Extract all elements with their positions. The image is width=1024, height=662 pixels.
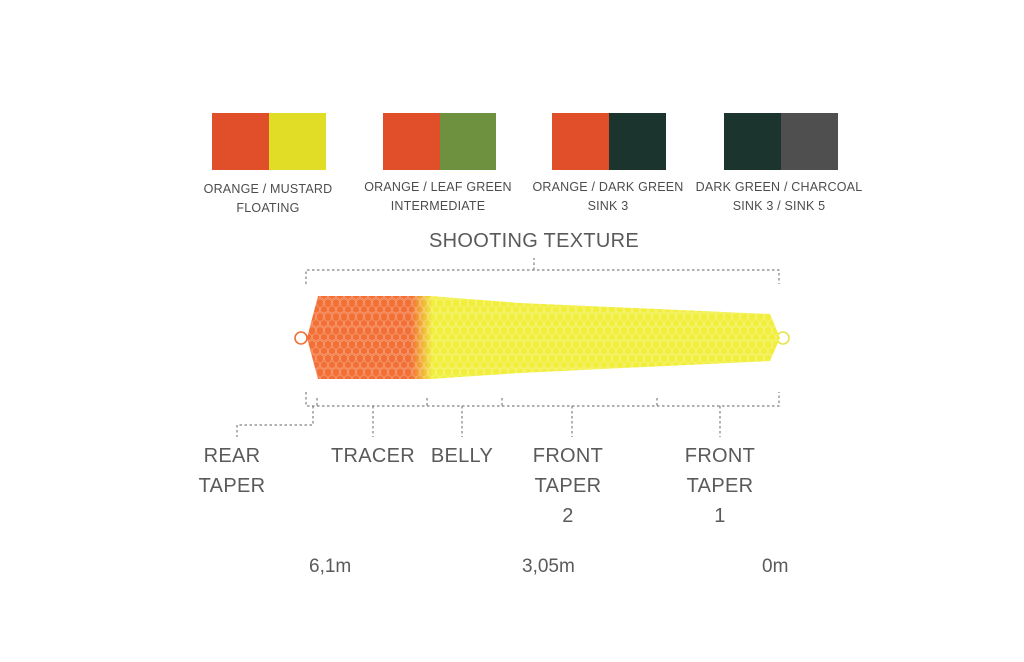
caption-line: FLOATING xyxy=(236,201,300,215)
distance-6-1m: 6,1m xyxy=(309,556,352,577)
label-line: FRONT xyxy=(532,445,604,467)
caption-line: ORANGE / LEAF GREEN xyxy=(364,180,512,194)
sections-bracket xyxy=(236,392,780,437)
label-line: FRONT xyxy=(684,445,756,467)
caption-intermediate: ORANGE / LEAF GREEN INTERMEDIATE xyxy=(343,178,533,216)
caption-sink3: ORANGE / DARK GREEN SINK 3 xyxy=(513,178,703,216)
caption-line: SINK 3 xyxy=(587,199,629,213)
label-line: 2 xyxy=(562,505,574,527)
caption-line: ORANGE / DARK GREEN xyxy=(532,180,684,194)
shooting-texture-bracket xyxy=(305,258,780,284)
swatch-sink35-right xyxy=(781,113,838,170)
label-tracer: TRACER xyxy=(323,441,423,471)
label-belly: BELLY xyxy=(412,441,512,471)
label-line: TAPER xyxy=(198,475,266,497)
swatch-sink35-left xyxy=(724,113,781,170)
label-line: BELLY xyxy=(430,445,494,467)
swatch-sink3-left xyxy=(552,113,609,170)
distance-0m: 0m xyxy=(762,556,789,577)
swatch-sink3-right xyxy=(609,113,666,170)
caption-floating: ORANGE / MUSTARD FLOATING xyxy=(173,180,363,218)
swatch-intermediate-left xyxy=(383,113,440,170)
swatch-floating-right xyxy=(269,113,326,170)
label-line: TAPER xyxy=(686,475,754,497)
label-line: REAR xyxy=(203,445,261,467)
rear-loop xyxy=(294,331,308,345)
label-front-taper-2: FRONT TAPER 2 xyxy=(518,441,618,531)
caption-line: INTERMEDIATE xyxy=(390,199,486,213)
label-line: TAPER xyxy=(534,475,602,497)
distance-3-05m: 3,05m xyxy=(522,556,575,577)
label-front-taper-1: FRONT TAPER 1 xyxy=(670,441,770,531)
caption-line: ORANGE / MUSTARD xyxy=(203,182,333,196)
swatch-intermediate-right xyxy=(440,113,496,170)
label-line: TRACER xyxy=(330,445,416,467)
caption-sink35: DARK GREEN / CHARCOAL SINK 3 / SINK 5 xyxy=(684,178,874,216)
diagram-title: SHOOTING TEXTURE xyxy=(428,230,639,252)
caption-line: SINK 3 / SINK 5 xyxy=(732,199,826,213)
line-texture xyxy=(307,296,780,379)
label-line: 1 xyxy=(714,505,726,527)
swatch-floating-left xyxy=(212,113,269,170)
label-rear-taper: REAR TAPER xyxy=(182,441,282,501)
caption-line: DARK GREEN / CHARCOAL xyxy=(695,180,863,194)
